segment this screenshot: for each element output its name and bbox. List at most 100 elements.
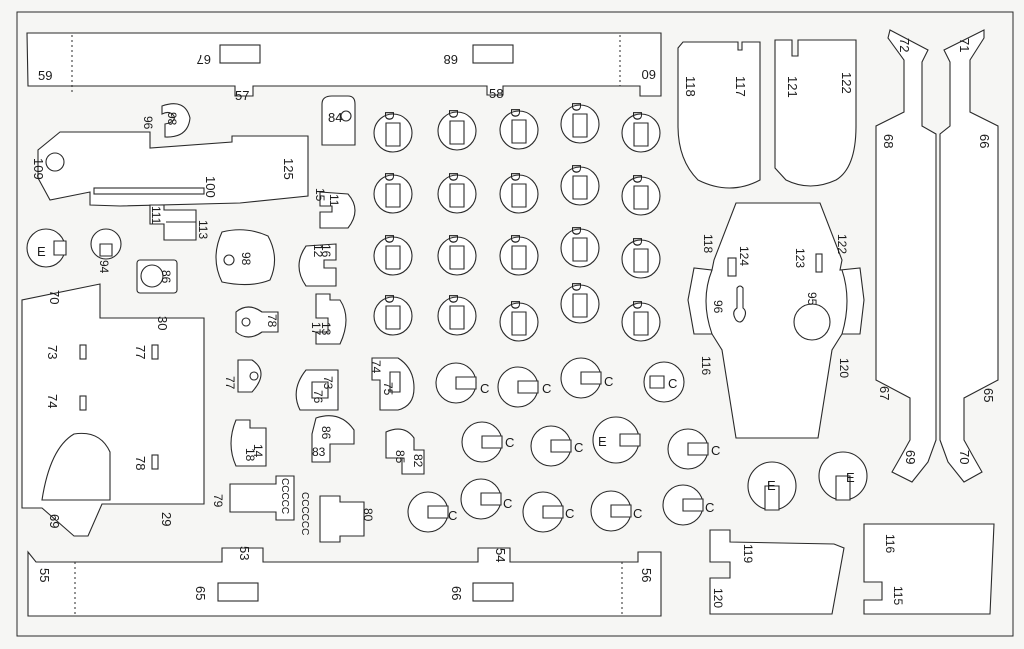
part-111-113: 111 113: [149, 204, 210, 241]
part-94: 94: [90, 228, 122, 274]
label-111: 111: [149, 206, 163, 225]
label-13: 13: [319, 322, 333, 336]
disc-e-right-1: E: [747, 461, 797, 511]
letter-d: D: [569, 226, 584, 235]
label-116: 116: [699, 356, 713, 375]
disc-d: D: [499, 172, 539, 214]
letter-e: E: [846, 470, 855, 485]
label-70: 70: [47, 290, 62, 304]
label-78: 78: [265, 314, 279, 328]
disc-d: D: [621, 237, 661, 279]
disc-c: C: [667, 428, 720, 470]
label-54: 54: [493, 548, 508, 562]
part-11-15: 11 15: [313, 188, 356, 229]
label-86b: 86: [319, 426, 333, 440]
label-117: 117: [733, 76, 748, 97]
disc-c: C: [530, 425, 583, 467]
label-118: 118: [683, 76, 698, 97]
sheet-border: [16, 11, 1014, 637]
label-122b: 122: [835, 234, 849, 254]
part-96-98: 96 98: [141, 103, 191, 138]
letter-d: D: [382, 111, 397, 120]
label-68b: 68: [881, 134, 896, 148]
label-73: 73: [321, 376, 335, 390]
d-discs: D D D D D D D D D D D D D D D D D D D D: [373, 102, 661, 342]
letter-d: D: [508, 300, 523, 309]
label-60: 60: [642, 67, 656, 82]
disc-c: C: [643, 361, 685, 403]
letter-d: D: [508, 108, 523, 117]
part-73-76: 73 76: [295, 369, 339, 411]
label-16: 16: [319, 244, 333, 258]
label-73: 73: [45, 345, 60, 359]
letter-c: C: [505, 435, 514, 450]
label-118b: 118: [701, 234, 715, 253]
letter-e: E: [37, 244, 46, 259]
label-116b: 116: [883, 534, 897, 553]
letter-d: D: [569, 164, 584, 173]
letter-d: D: [630, 300, 645, 309]
bottom-strip-part: 53 55 65 54 66 56: [27, 546, 662, 617]
part-16-12: 16 12: [298, 243, 337, 287]
label-85: 85: [393, 450, 407, 464]
label-67b: 67: [877, 386, 892, 400]
disc-d: D: [437, 172, 477, 214]
disc-c: C: [662, 484, 714, 526]
label-68: 68: [444, 52, 458, 67]
letter-d: D: [446, 294, 461, 303]
label-96: 96: [141, 116, 155, 130]
disc-c: C: [560, 357, 613, 399]
letter-c: C: [711, 443, 720, 458]
letter-c: C: [633, 506, 642, 521]
letter-c: C: [542, 381, 551, 396]
label-77: 77: [223, 376, 237, 390]
disc-c: C: [522, 491, 574, 533]
disc-d: D: [560, 282, 600, 324]
label-71: 71: [957, 38, 972, 52]
label-30: 30: [155, 316, 170, 330]
disc-d: D: [499, 234, 539, 276]
plate-116-115: 116 115: [863, 523, 995, 615]
label-65: 65: [193, 586, 208, 600]
disc-d: D: [437, 294, 477, 336]
plate-119-120: 119 120: [709, 529, 845, 615]
label-75: 75: [381, 382, 395, 396]
disc-c: C: [590, 490, 642, 532]
shell-121-122: 121 122: [774, 39, 857, 187]
label-66b: 66: [977, 134, 992, 148]
label-86: 86: [159, 270, 173, 284]
letter-d: D: [569, 102, 584, 111]
label-124: 124: [737, 246, 751, 266]
label-121: 121: [785, 76, 800, 98]
label-70b: 70: [957, 450, 972, 464]
label-82: 82: [411, 454, 425, 468]
letter-d: D: [382, 234, 397, 243]
part-e-left: E: [26, 228, 67, 268]
label-98b: 98: [239, 252, 253, 266]
label-78: 78: [133, 456, 148, 470]
label-55: 55: [37, 568, 52, 582]
part-78-small: 78: [235, 306, 279, 338]
disc-d: D: [373, 294, 413, 336]
letter-c: C: [503, 496, 512, 511]
strip-71-66: 71 66 65 70: [939, 29, 999, 483]
disc-d: D: [373, 172, 413, 214]
disc-e: E: [592, 416, 641, 464]
label-120b: 120: [711, 588, 725, 608]
letter-d: D: [508, 172, 523, 181]
label-72: 72: [897, 38, 912, 52]
part-84: 84: [321, 95, 356, 146]
label-14: 14: [251, 444, 265, 458]
label-15: 15: [313, 188, 327, 202]
label-77: 77: [133, 345, 148, 359]
letter-c: C: [448, 508, 457, 523]
label-11: 11: [327, 194, 341, 207]
label-29: 29: [159, 512, 174, 526]
label-74: 74: [45, 394, 60, 408]
label-58: 58: [489, 86, 503, 101]
label-79: 79: [211, 494, 225, 508]
letter-d: D: [382, 294, 397, 303]
label-66: 66: [449, 586, 464, 600]
label-95: 95: [805, 292, 819, 306]
letter-d: D: [630, 174, 645, 183]
